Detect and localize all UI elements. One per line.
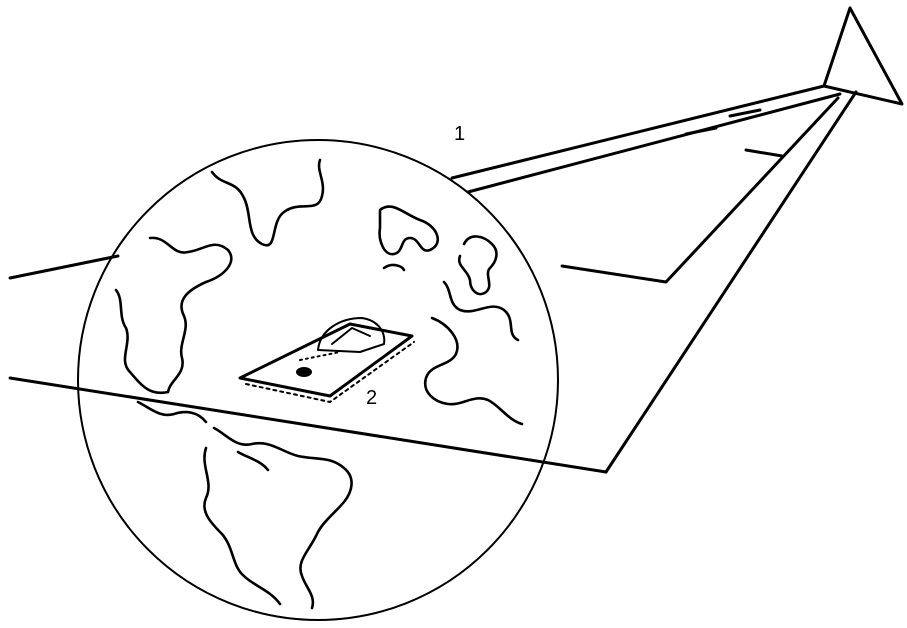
swath-dash-1 bbox=[684, 126, 718, 136]
coastline-caribbean bbox=[136, 400, 270, 472]
swath-dash-2 bbox=[744, 148, 784, 158]
label-2: 2 bbox=[366, 387, 377, 409]
coastline-north-america bbox=[114, 158, 325, 395]
beam-lower-edge bbox=[604, 90, 858, 474]
triangle-target bbox=[822, 6, 904, 106]
coastline-south-america bbox=[203, 426, 353, 610]
coastline-greenland bbox=[378, 205, 440, 272]
beam-lines bbox=[8, 84, 858, 474]
swath-middle bbox=[560, 96, 840, 284]
globe bbox=[77, 139, 559, 621]
ship-platform bbox=[238, 317, 415, 403]
ground-track-lower bbox=[8, 376, 608, 474]
ground-track-upper-left bbox=[8, 254, 120, 280]
swath-dash-3 bbox=[728, 108, 762, 118]
coastline-europe-africa bbox=[423, 235, 524, 426]
beam-upper-edge bbox=[450, 84, 826, 180]
label-1: 1 bbox=[454, 123, 465, 145]
ship-dome bbox=[296, 367, 312, 377]
beam-second-edge bbox=[466, 92, 842, 194]
